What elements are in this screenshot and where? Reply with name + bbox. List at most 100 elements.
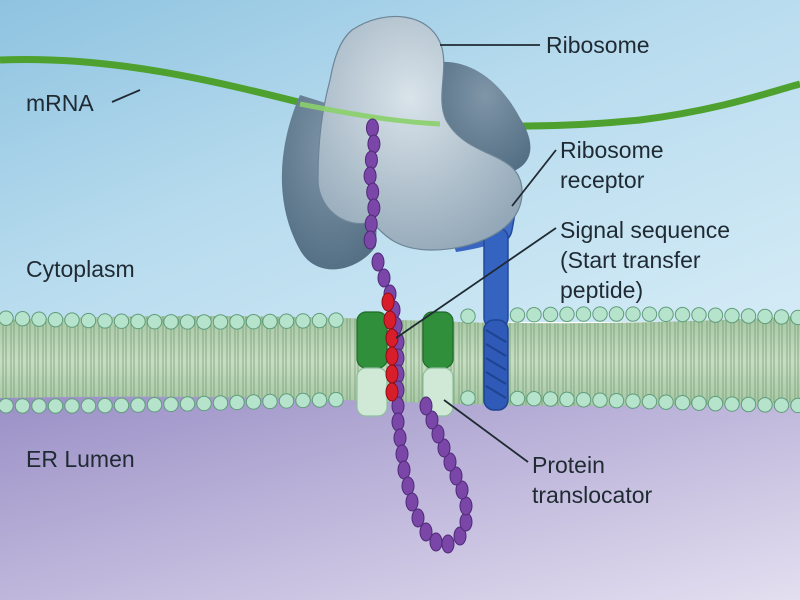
amino-acid-bead bbox=[364, 150, 378, 170]
amino-acid-bead bbox=[401, 476, 415, 496]
membrane-head bbox=[625, 393, 641, 409]
leader-protein-translocator bbox=[443, 399, 529, 463]
membrane-head bbox=[14, 310, 31, 327]
amino-acid-bead bbox=[455, 480, 469, 500]
membrane-heads-bottom bbox=[0, 390, 800, 414]
membrane-head bbox=[146, 314, 163, 330]
leader-ribosome-receptor bbox=[511, 149, 557, 207]
membrane-head bbox=[542, 391, 559, 407]
label-er-lumen: ER Lumen bbox=[26, 446, 135, 472]
membrane-head bbox=[196, 314, 212, 330]
label-ribosome: Ribosome bbox=[546, 32, 650, 58]
amino-acid-bead bbox=[371, 252, 385, 272]
amino-acid-bead bbox=[459, 512, 473, 532]
signal-peptide bbox=[381, 292, 399, 402]
membrane-head bbox=[658, 306, 674, 323]
membrane-head bbox=[97, 313, 113, 329]
label-cytoplasm: Cytoplasm bbox=[26, 256, 135, 282]
signal-peptide-bead bbox=[385, 364, 399, 384]
membrane-head bbox=[295, 392, 311, 409]
membrane-head bbox=[295, 313, 311, 329]
signal-peptide-bead bbox=[385, 382, 399, 402]
membrane-head bbox=[608, 392, 625, 409]
membrane-head bbox=[97, 397, 113, 414]
membrane-head bbox=[64, 398, 80, 414]
amino-acid-bead bbox=[411, 508, 425, 528]
membrane-head bbox=[245, 314, 262, 330]
membrane-head bbox=[262, 393, 278, 410]
membrane-head bbox=[674, 394, 691, 411]
label-signal-sequence: Signal sequence (Start transfer peptide) bbox=[560, 215, 730, 305]
membrane-head bbox=[559, 306, 575, 322]
membrane-head bbox=[179, 396, 196, 412]
membrane-head bbox=[773, 309, 790, 325]
membrane-head bbox=[460, 308, 476, 324]
amino-acid-bead bbox=[365, 118, 379, 138]
membrane-head bbox=[674, 306, 691, 323]
amino-acid-bead bbox=[419, 522, 433, 542]
membrane-head bbox=[229, 394, 245, 411]
membrane-head bbox=[526, 307, 542, 323]
membrane-head bbox=[328, 312, 344, 328]
membrane-head bbox=[740, 396, 757, 413]
amino-acid-bead bbox=[459, 496, 473, 516]
leader-lines bbox=[111, 44, 557, 463]
amino-acid-bead bbox=[366, 182, 380, 202]
membrane-head bbox=[328, 391, 344, 408]
membrane-head bbox=[113, 313, 130, 329]
membrane-head bbox=[526, 390, 542, 407]
membrane-head bbox=[790, 309, 800, 326]
membrane-head bbox=[80, 312, 97, 329]
membrane-head bbox=[509, 390, 526, 407]
amino-acid-bead bbox=[425, 410, 439, 430]
label-protein-translocator-line-1: Protein bbox=[532, 452, 605, 478]
membrane-head bbox=[773, 397, 790, 413]
membrane-head bbox=[311, 392, 328, 408]
amino-acid-bead bbox=[405, 492, 419, 512]
mrna-strand-front bbox=[299, 101, 441, 127]
label-protein-translocator-line-2: translocator bbox=[532, 482, 653, 508]
membrane-head bbox=[575, 392, 592, 408]
label-protein-translocator: Protein translocator bbox=[532, 450, 652, 510]
membrane-head bbox=[707, 395, 724, 412]
membrane-head bbox=[311, 312, 328, 329]
membrane-head bbox=[559, 391, 575, 408]
label-mrna: mRNA bbox=[26, 90, 94, 116]
amino-acid-bead bbox=[391, 412, 405, 432]
membrane-head bbox=[592, 306, 608, 322]
protein-translocator bbox=[356, 311, 454, 417]
membrane-head bbox=[278, 393, 295, 409]
membrane-head bbox=[146, 397, 163, 413]
label-signal-sequence-line-3: peptide) bbox=[560, 277, 644, 303]
membrane-head bbox=[31, 398, 47, 414]
amino-acid-bead bbox=[377, 268, 391, 288]
membrane-head bbox=[179, 314, 196, 330]
membrane-head bbox=[0, 398, 14, 414]
amino-acid-bead bbox=[443, 452, 457, 472]
membrane-head bbox=[47, 311, 64, 328]
polypeptide-chain bbox=[363, 118, 473, 554]
membrane-head bbox=[740, 308, 757, 324]
membrane-head bbox=[592, 392, 608, 408]
membrane-head bbox=[542, 306, 559, 323]
membrane-head bbox=[790, 397, 800, 414]
membrane-head bbox=[608, 306, 625, 322]
signal-peptide-bead bbox=[381, 292, 395, 312]
label-ribosome-receptor-line-2: receptor bbox=[560, 167, 645, 193]
membrane-head bbox=[113, 397, 130, 414]
amino-acid-bead bbox=[395, 444, 409, 464]
membrane-head bbox=[278, 313, 295, 329]
membrane-head bbox=[691, 307, 707, 323]
label-signal-sequence-line-2: (Start transfer bbox=[560, 247, 701, 273]
amino-acid-bead bbox=[437, 438, 451, 458]
membrane-head bbox=[575, 306, 592, 322]
membrane-heads-top bbox=[0, 306, 800, 330]
membrane-head bbox=[509, 307, 526, 323]
membrane-head bbox=[212, 395, 229, 411]
membrane-head bbox=[757, 397, 773, 413]
membrane-head bbox=[641, 306, 658, 322]
membrane-head bbox=[245, 394, 262, 410]
membrane-head bbox=[641, 393, 658, 410]
